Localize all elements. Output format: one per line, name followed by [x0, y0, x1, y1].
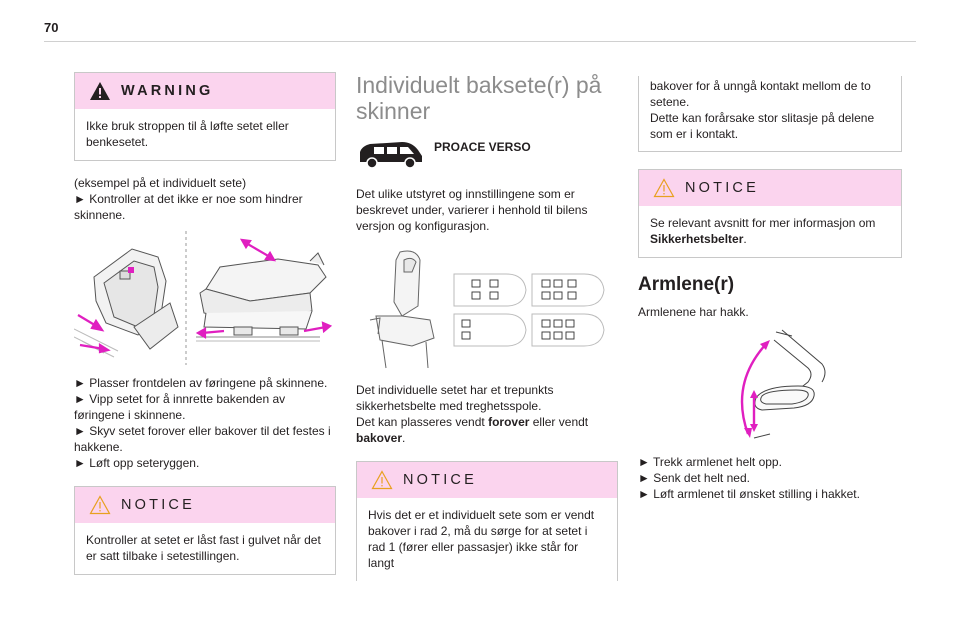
notice-text-2: Hvis det er et individuelt sete som er v…: [368, 508, 595, 570]
warning-triangle-icon: [90, 82, 110, 100]
page-number: 70: [44, 20, 59, 35]
notice-box-2: NOTICE Hvis det er et individuelt sete s…: [356, 461, 618, 581]
step-raise-backrest: ► Løft opp seteryggen.: [74, 456, 200, 470]
model-label: PROACE VERSO: [434, 140, 531, 154]
armrest-intro: Armlenene har hakk.: [638, 305, 749, 319]
backward-label: bakover: [356, 431, 403, 445]
warning-header: WARNING: [75, 73, 335, 109]
wear-text: Dette kan forårsake stor slitasje på del…: [650, 111, 875, 141]
seat-rails-illustration: [74, 231, 333, 365]
van-icon: [360, 142, 422, 169]
notice-header-3: NOTICE: [639, 170, 901, 206]
config-intro: Det ulike utstyret og innstillingene som…: [356, 187, 588, 233]
step-slide-seat: ► Skyv setet forover eller bakover til d…: [74, 424, 331, 454]
armrest-step-lower: ► Senk det helt ned.: [638, 471, 750, 485]
notice-text-1: Kontroller at setet er låst fast i gulve…: [86, 533, 321, 563]
warning-box: WARNING Ikke bruk stroppen til å løfte s…: [74, 72, 336, 161]
notice-title-2: NOTICE: [403, 472, 477, 488]
step-tilt-seat: ► Vipp setet for å innrette bakenden av …: [74, 392, 286, 422]
section-heading-armrests: Armlene(r): [638, 274, 735, 295]
warning-text: Ikke bruk stroppen til å løfte setet ell…: [86, 119, 289, 149]
notice-header-1: NOTICE: [75, 487, 335, 523]
section-heading-seats: Individuelt baksete(r) på skinner: [356, 72, 602, 124]
seatbelt-text: Det individuelle setet har et trepunkts …: [356, 383, 554, 413]
top-divider: [44, 41, 916, 42]
step-place-front: ► Plasser frontdelen av føringene på ski…: [74, 376, 328, 390]
seatbelts-link-text: Sikkerhetsbelter: [650, 232, 744, 246]
warning-title: WARNING: [121, 83, 214, 99]
notice-title-1: NOTICE: [121, 497, 195, 513]
notice-header-2: NOTICE: [357, 462, 617, 498]
example-caption: (eksempel på et individuelt sete): [74, 176, 247, 190]
orientation-text: Det kan plasseres vendt forover eller ve…: [356, 415, 589, 445]
armrest-illustration: [740, 329, 826, 439]
armrest-step-notch: ► Løft armlenet til ønsket stilling i ha…: [638, 487, 860, 501]
column-2: Individuelt baksete(r) på skinner PROACE…: [356, 72, 618, 581]
notice-title-3: NOTICE: [685, 180, 759, 196]
check-rails-step: ► Kontroller at det ikke er noe som hind…: [74, 192, 303, 222]
model-row: PROACE VERSO: [356, 138, 618, 170]
armrest-step-raise: ► Trekk armlenet helt opp.: [638, 455, 782, 469]
seat-layout-illustration: [369, 250, 605, 369]
notice-box-1: NOTICE Kontroller at setet er låst fast …: [74, 486, 336, 575]
notice-triangle-icon: [653, 178, 675, 198]
continued-notice: bakover for å unngå kontakt mellom de to…: [638, 76, 902, 152]
continued-text: bakover for å unngå kontakt mellom de to…: [650, 79, 871, 109]
notice-box-3: NOTICE Se relevant avsnitt for mer infor…: [638, 169, 902, 258]
notice-triangle-icon: [371, 470, 393, 490]
column-3: bakover for å unngå kontakt mellom de to…: [638, 76, 902, 502]
notice-triangle-icon: [89, 495, 111, 515]
column-1: WARNING Ikke bruk stroppen til å løfte s…: [74, 72, 336, 575]
notice-text-3: Se relevant avsnitt for mer informasjon …: [650, 216, 876, 246]
forward-label: forover: [488, 415, 530, 429]
